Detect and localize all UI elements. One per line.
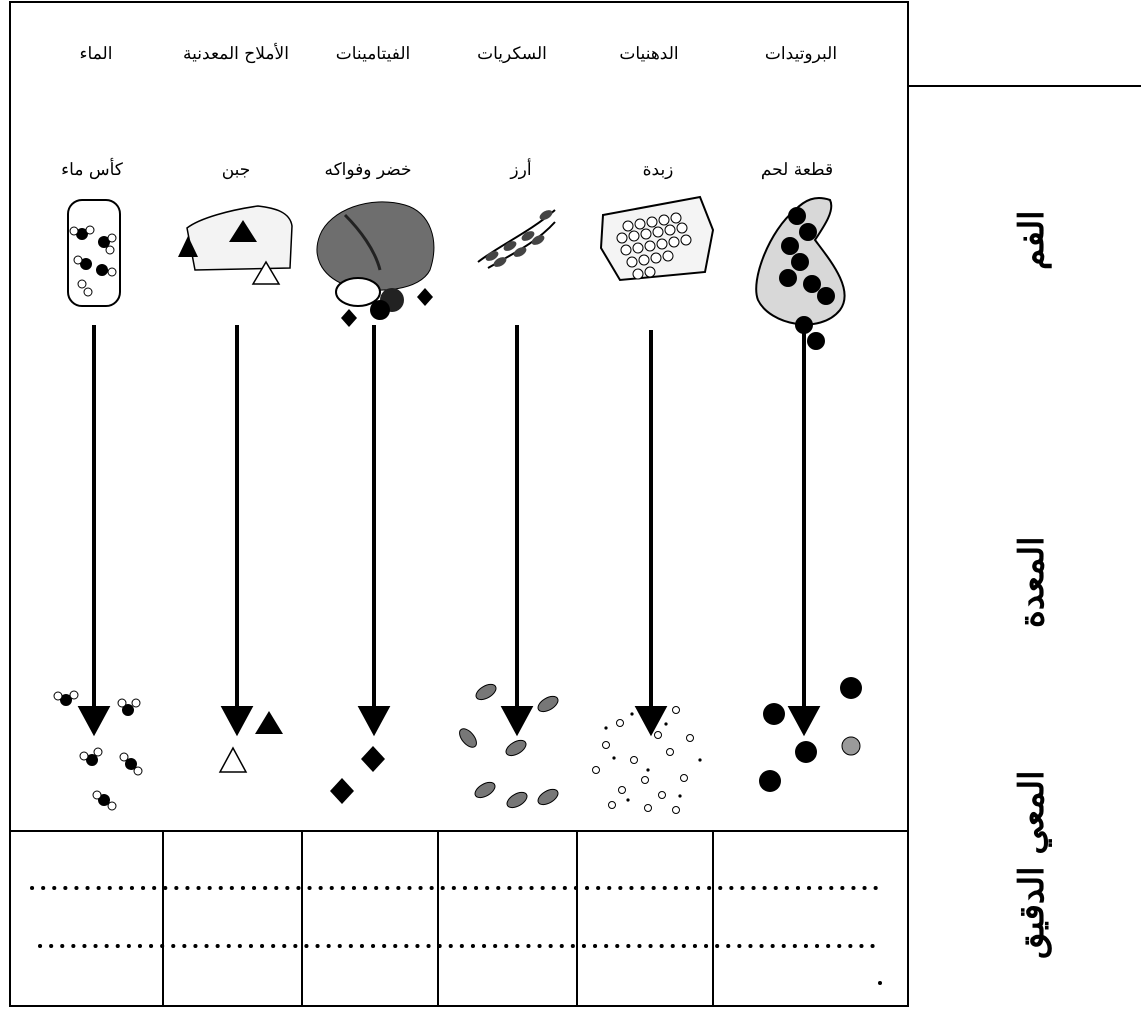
arrow-vitamins [361,325,387,732]
food-water-glass: كأس ماء [27,160,157,180]
food-vegetables-fruits: خضر وفواكه [303,160,433,180]
food-meat: قطعة لحم [732,160,862,180]
rice-icon [478,208,555,269]
nutrient-vitamins: الفيتامينات [308,44,438,64]
glucose-icon [456,681,560,810]
arrow-minerals [224,325,250,732]
answer-dotted-lines[interactable] [32,888,880,946]
arrow-sugars [504,325,530,732]
nutrient-proteins: البروتيدات [736,44,866,64]
nutrient-minerals: الأملاح المعدنية [171,44,301,64]
organ-stomach: المعدة [1012,505,1052,660]
diagram-frame [10,2,1141,1006]
food-butter: زبدة [593,160,723,180]
organ-mouth: الفم [1012,185,1052,295]
nutrient-sugars: السكريات [447,44,577,64]
meat-icon [756,198,844,350]
water-glass-icon [68,200,120,306]
arrows [81,325,817,732]
nutrient-water: الماء [31,44,161,64]
arrow-proteins [791,330,817,732]
butter-icon [601,197,713,280]
stray-dot [878,981,882,985]
food-cheese: جبن [171,160,301,180]
nutrient-lipids: الدهنيات [584,44,714,64]
organ-small-intestine: المعي الدقيق [1012,730,1052,1000]
vitamins-icon [330,746,385,804]
vegetables-fruits-icon [317,202,434,327]
food-rice: أرز [456,160,586,180]
amino-acids-icon [759,677,862,792]
arrow-water [81,325,107,732]
arrow-lipids [638,330,664,732]
cheese-icon [178,206,292,284]
